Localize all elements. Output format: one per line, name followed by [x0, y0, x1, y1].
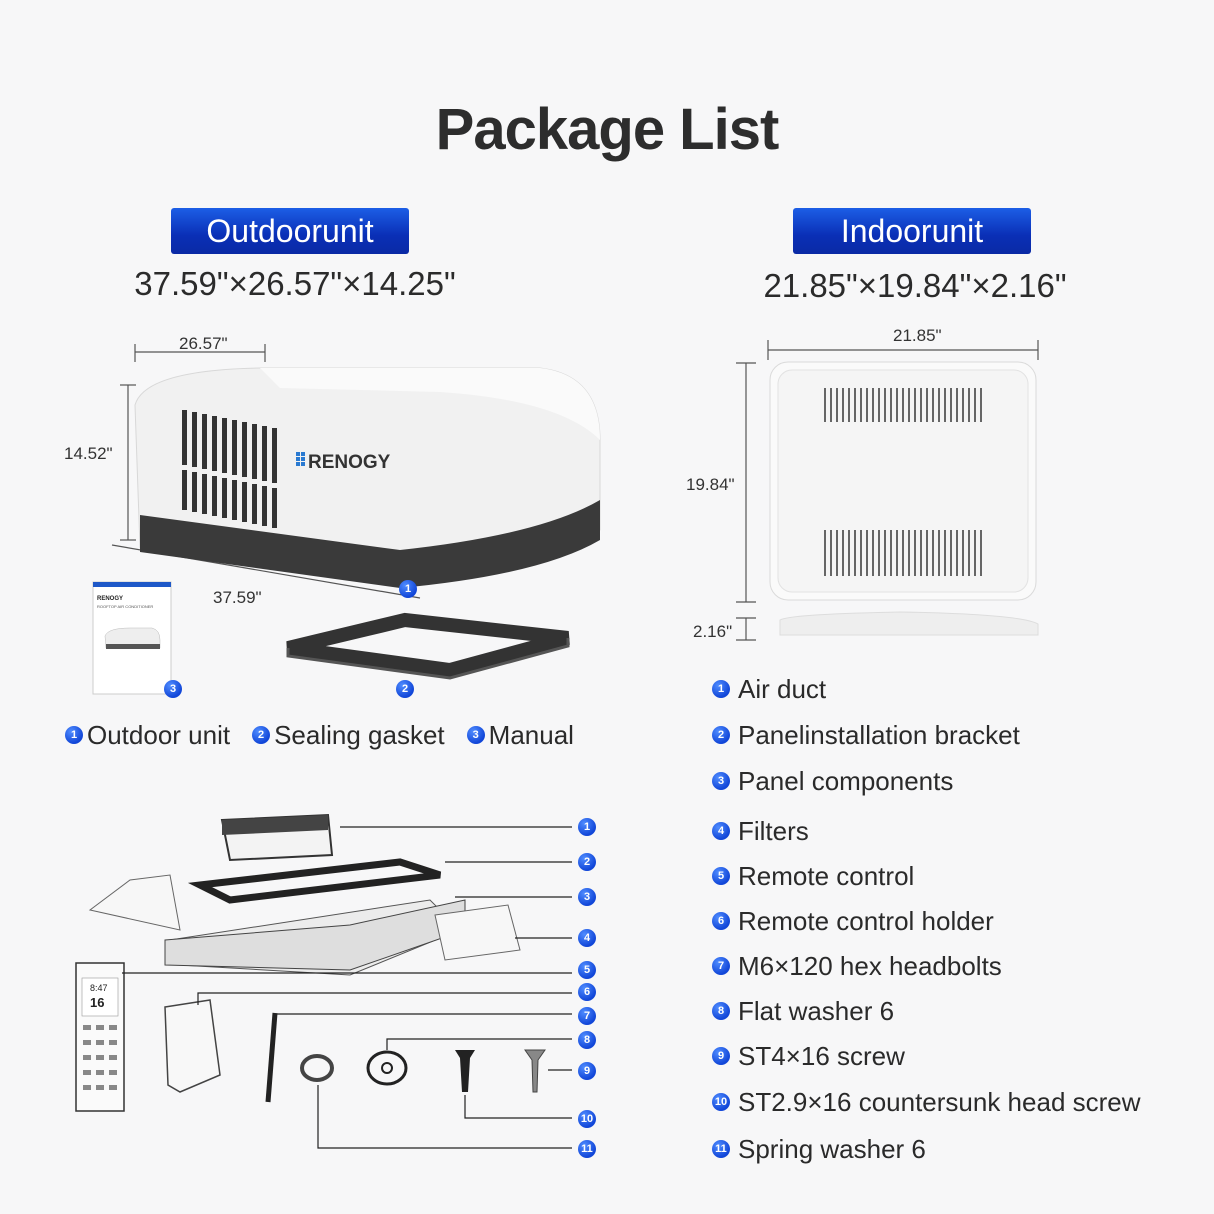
diagram-callout-2: 2: [578, 853, 596, 871]
indoor-height-label: 19.84": [686, 475, 735, 494]
outdoor-brand: RENOGY: [308, 452, 391, 473]
sealing-gasket-illustration: [286, 612, 570, 680]
outdoor-width-label: 26.57": [179, 334, 228, 353]
diagram-callout-5: 5: [578, 961, 596, 979]
outdoor-height-label: 14.52": [64, 444, 113, 463]
indoor-depth-label: 2.16": [693, 622, 733, 641]
remote-temp: 16: [90, 995, 104, 1010]
diagram-callout-7: 7: [578, 1007, 596, 1025]
diagram-callout-3: 3: [578, 888, 596, 906]
outdoor-unit-illustration: RENOGY RENOGY ROOFTOP AIR CONDITIONER: [92, 344, 601, 695]
renogy-logo-icon: [296, 452, 305, 466]
indoor-exploded-diagram: 8:47 16: [75, 813, 572, 1149]
svg-text:ROOFTOP AIR CONDITIONER: ROOFTOP AIR CONDITIONER: [97, 604, 153, 609]
page-title: Package List: [435, 97, 780, 162]
diagram-callout-8: 8: [578, 1031, 596, 1049]
indoor-panel-illustration: [736, 340, 1039, 641]
diagram-callout-9: 9: [578, 1062, 596, 1080]
diagram-callout-11: 11: [578, 1140, 596, 1158]
outdoor-callout-1: 1: [399, 580, 417, 598]
outdoor-callout-3: 3: [164, 680, 182, 698]
manual-brand: RENOGY: [97, 596, 123, 602]
indoor-width-label: 21.85": [893, 326, 942, 345]
diagram-callout-4: 4: [578, 929, 596, 947]
diagram-callout-10: 10: [578, 1110, 596, 1128]
outdoor-callout-2: 2: [396, 680, 414, 698]
diagram-callout-1: 1: [578, 818, 596, 836]
indoor-unit-badge: Indoorunit: [793, 208, 1031, 254]
outdoor-unit-badge: Outdoorunit: [171, 208, 409, 254]
remote-time: 8:47: [90, 983, 108, 993]
diagram-callout-6: 6: [578, 983, 596, 1001]
outdoor-length-label: 37.59": [213, 588, 262, 607]
manual-illustration: RENOGY ROOFTOP AIR CONDITIONER: [92, 581, 172, 695]
indoor-dimensions: 21.85"×19.84"×2.16": [763, 267, 1067, 304]
outdoor-dimensions: 37.59"×26.57"×14.25": [134, 265, 456, 302]
